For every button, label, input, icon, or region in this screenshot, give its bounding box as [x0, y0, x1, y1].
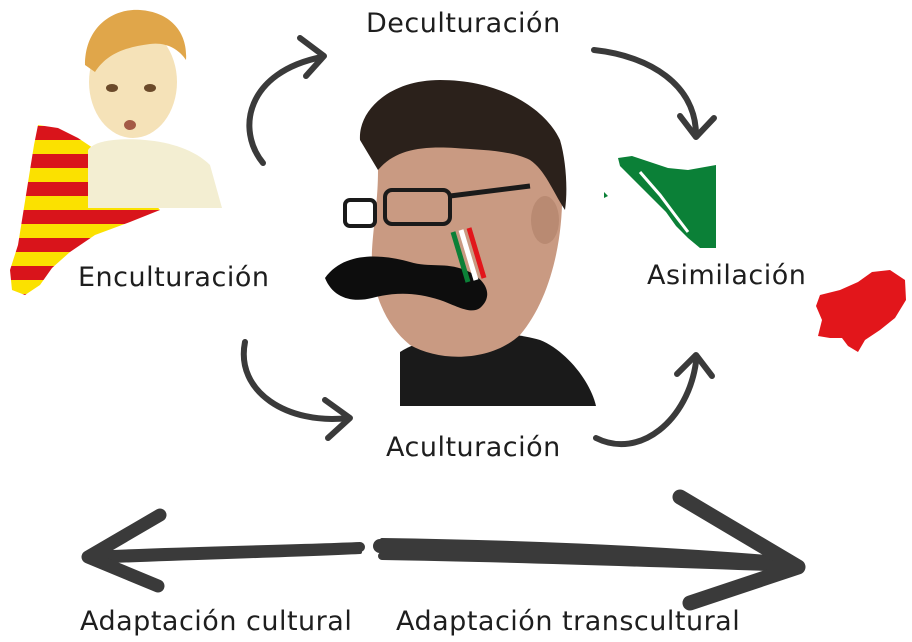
label-deculturacion: Deculturación	[366, 8, 561, 39]
child-catalonia-icon	[10, 9, 222, 295]
label-aculturacion: Aculturación	[386, 432, 561, 463]
mustache	[325, 256, 488, 311]
arrow-enculturacion-to-deculturacion	[246, 35, 327, 166]
mustache-man-icon	[325, 80, 596, 406]
glasses-lens-left	[343, 198, 377, 228]
label-adaptacion-transcultural: Adaptación transcultural	[396, 606, 741, 637]
catalonia-map-shape	[10, 125, 160, 295]
label-enculturacion: Enculturación	[78, 262, 270, 293]
child-hair	[85, 9, 187, 72]
arrow-deculturacion-to-asimilacion	[591, 47, 717, 140]
baja-california-icon	[604, 156, 716, 248]
mexico-region-red-icon	[816, 270, 906, 352]
man-hair	[359, 80, 567, 210]
child-shirt	[88, 139, 222, 208]
arrow-adaptacion-transcultural	[373, 489, 806, 611]
label-adaptacion-cultural: Adaptación cultural	[80, 606, 353, 637]
arrow-adaptacion-cultural	[81, 508, 365, 593]
face-flag-paint	[450, 227, 487, 283]
label-asimilacion: Asimilación	[647, 260, 807, 291]
arrow-aculturacion-to-asimilacion	[593, 352, 715, 448]
glasses-lens-right	[383, 188, 452, 226]
arrow-enculturacion-to-aculturacion	[240, 339, 353, 441]
